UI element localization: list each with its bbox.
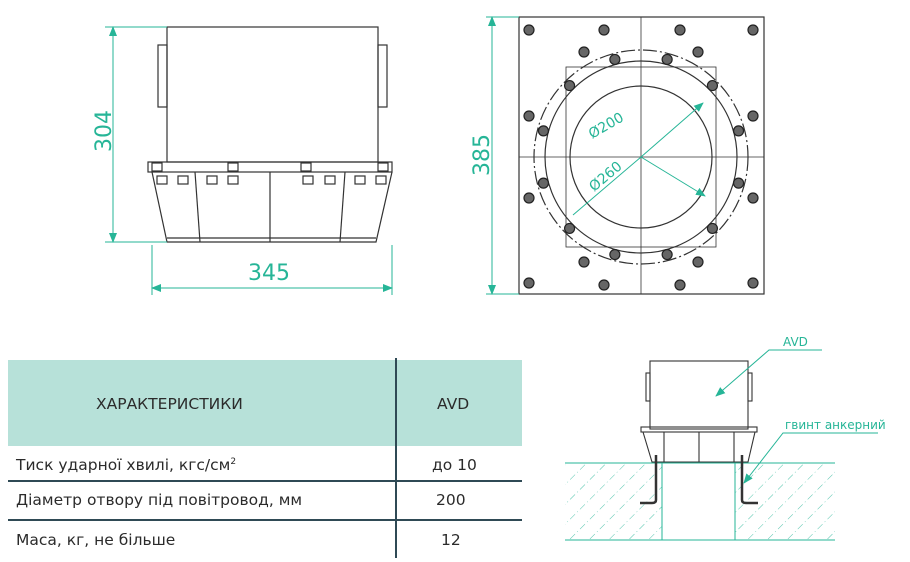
side-view-drawing	[147, 26, 393, 243]
table-row-pressure-value: до 10	[432, 456, 477, 474]
flange-plate	[147, 161, 393, 173]
bolt-icon	[598, 24, 610, 36]
table-row-pressure-label: Тиск ударної хвилі, кгс/см2	[16, 456, 237, 474]
nut-icon	[151, 162, 163, 172]
dimension-345: 345	[248, 261, 290, 286]
bolt-icon	[563, 222, 576, 235]
bolt-icon	[537, 125, 550, 137]
bolt-icon	[747, 277, 759, 289]
nut-icon	[302, 175, 314, 185]
nut-icon	[206, 175, 218, 185]
square-plate	[518, 16, 765, 295]
bolt-icon	[706, 222, 719, 235]
bolt-icon	[706, 79, 719, 92]
nut-icon	[156, 175, 168, 185]
row-divider	[8, 480, 522, 482]
avd-callout-label: AVD	[783, 335, 808, 349]
bolt-icon	[563, 79, 576, 92]
bolt-icon	[537, 177, 550, 189]
diameter-260-label: Ø260	[586, 159, 625, 196]
nut-icon	[227, 175, 239, 185]
bolt-icon	[674, 279, 686, 291]
table-row-mass-label: Маса, кг, не більше	[16, 531, 176, 549]
bolt-icon	[578, 256, 590, 268]
nut-icon	[324, 175, 336, 185]
bolt-icon	[523, 192, 535, 204]
anchor-screw-callout-label: гвинт анкерний	[785, 418, 886, 432]
bolt-icon	[747, 110, 759, 122]
nut-icon	[375, 175, 387, 185]
side-view-dimensions	[105, 26, 393, 295]
top-view-dimensions	[486, 16, 706, 295]
bolt-icon	[661, 53, 673, 66]
top-view-drawing	[518, 16, 765, 295]
bolt-icon	[609, 248, 621, 261]
bolt-icon	[674, 24, 686, 36]
bolt-icon	[523, 110, 535, 122]
duct-opening	[569, 85, 713, 229]
row-divider	[8, 519, 522, 521]
diameter-200-label: Ø200	[586, 110, 627, 143]
nut-icon	[227, 162, 239, 172]
nut-icon	[177, 175, 189, 185]
bolt-circle	[533, 49, 749, 265]
bolt-icon	[692, 256, 704, 268]
column-divider	[395, 358, 397, 558]
bolt-icon	[523, 24, 535, 36]
dimension-385: 385	[470, 134, 495, 176]
table-header	[8, 360, 522, 446]
damper-body	[166, 26, 379, 163]
table-row-mass-value: 12	[441, 531, 461, 549]
bolt-icon	[578, 46, 590, 58]
bolt-icon	[732, 125, 745, 137]
bolt-icon	[747, 24, 759, 36]
header-avd: AVD	[437, 395, 470, 413]
bolt-icon	[609, 53, 621, 66]
bolt-icon	[732, 177, 745, 189]
bolt-icon	[747, 192, 759, 204]
bolt-icon	[692, 46, 704, 58]
table-row-diameter-label: Діаметр отвору під повітровод, мм	[16, 491, 303, 509]
installation-drawing	[565, 349, 878, 541]
table-row-diameter-value: 200	[436, 491, 466, 509]
bolt-icon	[598, 279, 610, 291]
bolt-icon	[661, 248, 673, 261]
header-characteristics: ХАРАКТЕРИСТИКИ	[96, 395, 243, 413]
base-frame	[151, 171, 393, 243]
nut-icon	[300, 162, 312, 172]
nut-icon	[354, 175, 366, 185]
dimension-304: 304	[92, 110, 117, 152]
nut-icon	[377, 162, 389, 172]
bolt-icon	[523, 277, 535, 289]
